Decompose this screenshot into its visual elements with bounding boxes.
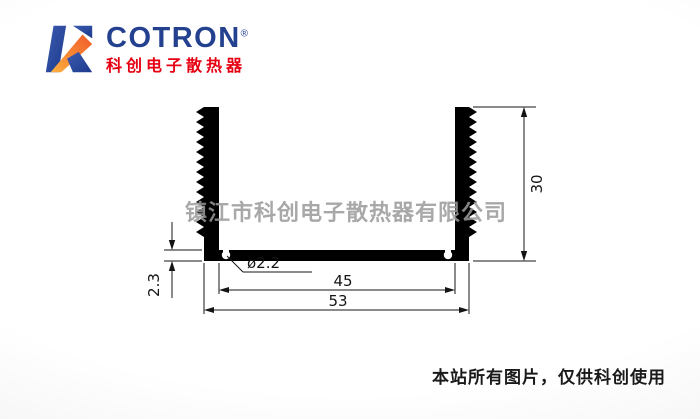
dim-height-label: 30 (528, 174, 546, 193)
logo: COTRON® 科创电子散热器 (40, 20, 250, 78)
right-screw-slot (445, 248, 451, 253)
cotron-k-icon (45, 25, 93, 73)
right-screw-hole (443, 250, 453, 260)
brand-subtitle: 科创电子散热器 (106, 58, 247, 75)
brand-name: COTRON® (106, 24, 250, 53)
dim-overall-width-label: 53 (328, 292, 347, 310)
brand-word: COTRON (106, 22, 241, 54)
footer-notice: 本站所有图片，仅供科创使用 (432, 368, 666, 387)
logo-text: COTRON® 科创电子散热器 (106, 20, 250, 75)
dim-base-thickness-label: 2.3 (145, 273, 163, 297)
registered-mark: ® (240, 28, 250, 40)
left-screw-slot (223, 248, 229, 253)
dimension-arrows (168, 107, 528, 313)
dim-inner-width-label: 45 (333, 272, 352, 290)
dim-hole-diameter-label: ø2.2 (247, 254, 280, 272)
profile-section (196, 107, 477, 261)
dimension-labels: 30 2.3 ø2.2 45 53 (145, 174, 546, 310)
